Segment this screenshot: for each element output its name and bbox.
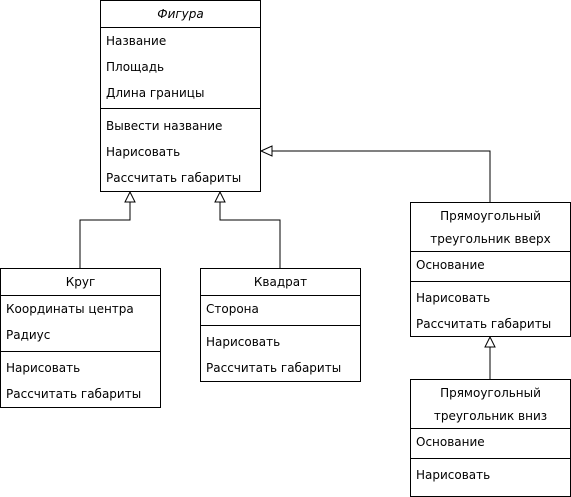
- attribute: Площадь: [106, 60, 165, 74]
- arrowhead-triangle-down: [484, 335, 496, 348]
- attribute: Координаты центра: [6, 302, 134, 316]
- method: Нарисовать: [416, 291, 491, 305]
- link-square-to-figure: [219, 202, 281, 268]
- class-figure-attributes: Название Площадь Длина границы: [101, 28, 260, 108]
- class-figure: Фигура Название Площадь Длина границы Вы…: [100, 0, 261, 192]
- class-triangle-up-title: Прямоугольный треугольник вверх: [411, 203, 570, 252]
- attribute: Радиус: [6, 328, 51, 342]
- arrowhead-square: [214, 190, 226, 203]
- class-title-line: треугольник вверх: [430, 232, 551, 246]
- link-circle-to-figure: [79, 202, 131, 268]
- method: Рассчитать габариты: [106, 171, 242, 185]
- method: Нарисовать: [206, 335, 281, 349]
- class-triangle-down: Прямоугольный треугольник вниз Основание…: [410, 379, 571, 497]
- attribute: Основание: [416, 435, 485, 449]
- class-triangle-up: Прямоугольный треугольник вверх Основани…: [410, 202, 571, 337]
- class-figure-methods: Вывести название Нарисовать Рассчитать г…: [101, 108, 260, 191]
- method: Вывести название: [106, 119, 223, 133]
- class-triangle-down-title: Прямоугольный треугольник вниз: [411, 380, 570, 429]
- class-title-line: треугольник вниз: [433, 409, 548, 423]
- attribute: Сторона: [206, 302, 259, 316]
- class-figure-title: Фигура: [101, 1, 260, 28]
- method: Нарисовать: [6, 361, 81, 375]
- method: Рассчитать габариты: [416, 317, 552, 331]
- class-circle-methods: Нарисовать Рассчитать габариты: [1, 351, 160, 407]
- class-circle: Круг Координаты центра Радиус Нарисовать…: [0, 268, 161, 408]
- class-square: Квадрат Сторона Нарисовать Рассчитать га…: [200, 268, 361, 382]
- class-circle-attributes: Координаты центра Радиус: [1, 296, 160, 351]
- class-circle-title: Круг: [1, 269, 160, 296]
- class-triangle-down-methods: Нарисовать: [411, 458, 570, 488]
- class-square-methods: Нарисовать Рассчитать габариты: [201, 325, 360, 381]
- class-triangle-up-attributes: Основание: [411, 252, 570, 281]
- class-square-attributes: Сторона: [201, 296, 360, 325]
- arrowhead-triangle-up: [259, 145, 273, 157]
- link-triangle-up-to-figure: [272, 150, 491, 202]
- attribute: Длина границы: [106, 86, 205, 100]
- class-triangle-up-methods: Нарисовать Рассчитать габариты: [411, 281, 570, 337]
- attribute: Название: [106, 34, 167, 48]
- method: Нарисовать: [416, 468, 491, 482]
- attribute: Основание: [416, 258, 485, 272]
- class-title-line: Прямоугольный: [440, 386, 541, 400]
- arrowhead-circle: [124, 190, 136, 203]
- method: Рассчитать габариты: [6, 387, 142, 401]
- class-triangle-down-attributes: Основание: [411, 429, 570, 458]
- class-square-title: Квадрат: [201, 269, 360, 296]
- method: Рассчитать габариты: [206, 361, 342, 375]
- method: Нарисовать: [106, 145, 181, 159]
- class-title-line: Прямоугольный: [440, 209, 541, 223]
